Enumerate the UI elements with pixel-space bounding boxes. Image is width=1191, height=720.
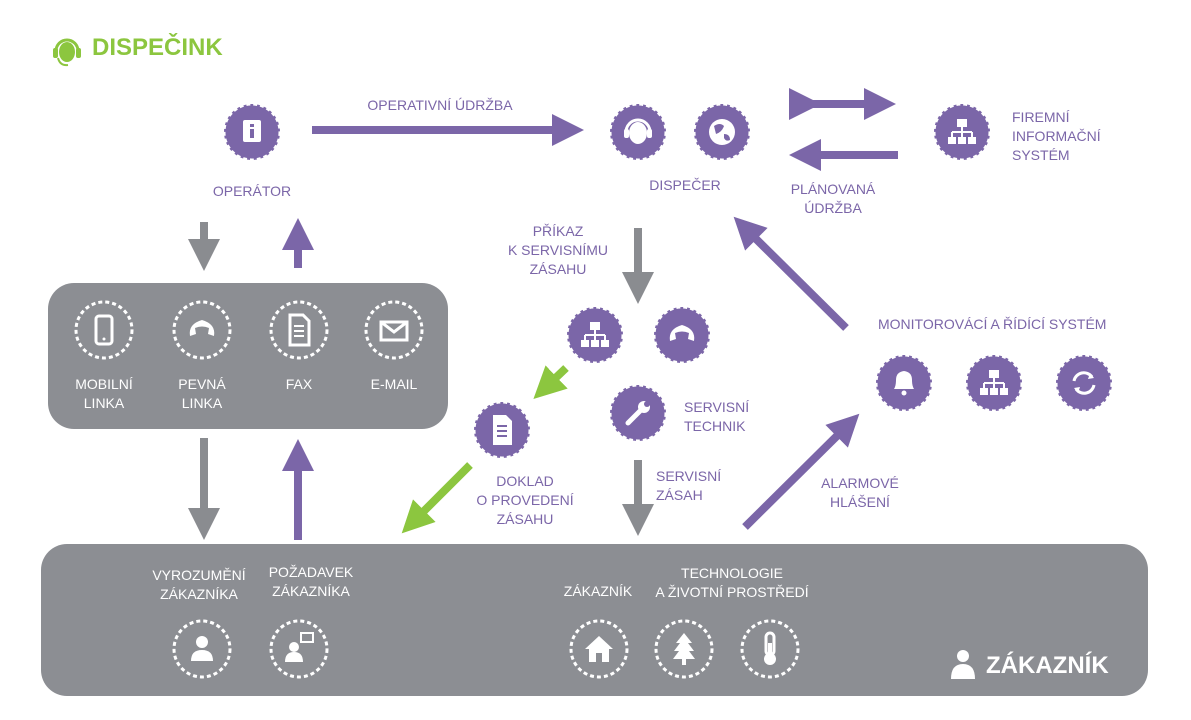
arrow-monitoring-dispatcher: [733, 216, 849, 331]
notification-line-2: ZÁKAZNÍKA: [160, 586, 238, 602]
channel-phone-line-2: LINKA: [181, 395, 223, 411]
dispatcher-label: DISPEČER: [649, 177, 721, 193]
monitoring-label: MONITOROVÁCÍ A ŘÍDÍCÍ SYSTÉM: [878, 316, 1107, 332]
planned-maintenance-label: PLÁNOVANÁ ÚDRŽBA: [780, 180, 886, 218]
person-icon: [950, 648, 976, 680]
technician-line-1: SERVISNÍ: [684, 399, 750, 415]
channel-phone-label: PEVNÁ LINKA: [158, 375, 246, 413]
company-system-line-1: FIREMNÍ: [1012, 109, 1070, 125]
planned-maintenance-line-2: ÚDRŽBA: [804, 200, 862, 216]
document-line-2: O PROVEDENÍ: [476, 492, 574, 508]
arrow-green-document: [533, 365, 569, 400]
channel-mobile-label: MOBILNÍ LINKA: [60, 375, 148, 413]
channel-email-label: E-MAIL: [350, 375, 438, 394]
planned-maintenance-line-1: PLÁNOVANÁ: [790, 181, 876, 197]
channel-phone-line-1: PEVNÁ: [178, 376, 226, 392]
operative-maintenance-label: OPERATIVNÍ ÚDRŽBA: [367, 97, 513, 113]
request-line-2: ZÁKAZNÍKA: [272, 583, 350, 599]
wrench-icon: [606, 381, 670, 445]
technology-line-2: A ŽIVOTNÍ PROSTŘEDÍ: [655, 584, 809, 600]
thermometer-icon: [738, 617, 802, 681]
network-icon: [930, 100, 994, 164]
technician-label: SERVISNÍ TECHNIK: [684, 398, 749, 436]
page-title: DISPEČINK: [92, 34, 223, 61]
company-system-label: FIREMNÍ INFORMAČNÍ SYSTÉM: [1012, 108, 1101, 165]
technology-line-1: TECHNOLOGIE: [681, 565, 783, 581]
house-icon: [567, 617, 631, 681]
service-intervention-label: SERVISNÍ ZÁSAH: [656, 467, 721, 505]
user-icon: [170, 617, 234, 681]
document-label: DOKLAD O PROVEDENÍ ZÁSAHU: [460, 472, 590, 529]
tree-icon: [652, 617, 716, 681]
document-line-3: ZÁSAHU: [496, 511, 554, 527]
alarm-line-2: HLÁŠENÍ: [830, 494, 890, 510]
arrow-green-customer: [401, 462, 473, 534]
mobile-icon: [72, 298, 136, 362]
service-order-label: PŘÍKAZ K SERVISNÍMU ZÁSAHU: [490, 222, 626, 279]
bell-icon: [872, 351, 936, 415]
operator-label: OPERÁTOR: [212, 183, 292, 199]
notification-label: VYROZUMĚNÍ ZÁKAZNÍKA: [140, 566, 258, 604]
channel-fax-label: FAX: [255, 375, 343, 394]
channel-fax-line-1: FAX: [285, 376, 313, 392]
globe-icon: [690, 100, 754, 164]
document-icon: [470, 398, 534, 462]
channel-email-line-1: E-MAIL: [370, 376, 418, 392]
customer-footer-title: ZÁKAZNÍK: [986, 652, 1109, 679]
request-line-1: POŽADAVEK: [268, 564, 354, 580]
notification-line-1: VYROZUMĚNÍ: [152, 567, 246, 583]
document-line-1: DOKLAD: [496, 473, 554, 489]
network-icon: [962, 351, 1026, 415]
phone-icon: [170, 298, 234, 362]
phone-icon: [650, 303, 714, 367]
request-label: POŽADAVEK ZÁKAZNÍKA: [256, 563, 366, 601]
refresh-icon: [1052, 351, 1116, 415]
fax-icon: [267, 298, 331, 362]
alarm-line-1: ALARMOVÉ: [821, 475, 899, 491]
headset-icon: [52, 34, 82, 68]
arrow-alarm: [742, 413, 860, 530]
service-order-line-1: PŘÍKAZ: [532, 223, 584, 239]
service-order-line-2: K SERVISNÍMU: [507, 242, 609, 258]
channel-mobile-line-1: MOBILNÍ: [75, 376, 133, 392]
technician-line-2: TECHNIK: [684, 418, 746, 434]
headset-icon: [606, 100, 670, 164]
user-chat-icon: [267, 617, 331, 681]
info-icon: [220, 100, 284, 164]
technology-label: TECHNOLOGIE A ŽIVOTNÍ PROSTŘEDÍ: [640, 564, 824, 602]
email-icon: [362, 298, 426, 362]
alarm-label: ALARMOVÉ HLÁŠENÍ: [810, 474, 910, 512]
service-intervention-line-1: SERVISNÍ: [656, 468, 722, 484]
customer-sub-label: ZÁKAZNÍK: [563, 583, 633, 599]
service-order-line-3: ZÁSAHU: [529, 261, 587, 277]
company-system-line-2: INFORMAČNÍ: [1012, 128, 1101, 144]
company-system-line-3: SYSTÉM: [1012, 147, 1070, 163]
service-intervention-line-2: ZÁSAH: [656, 487, 703, 503]
network-icon: [563, 303, 627, 367]
channel-mobile-line-2: LINKA: [83, 395, 125, 411]
